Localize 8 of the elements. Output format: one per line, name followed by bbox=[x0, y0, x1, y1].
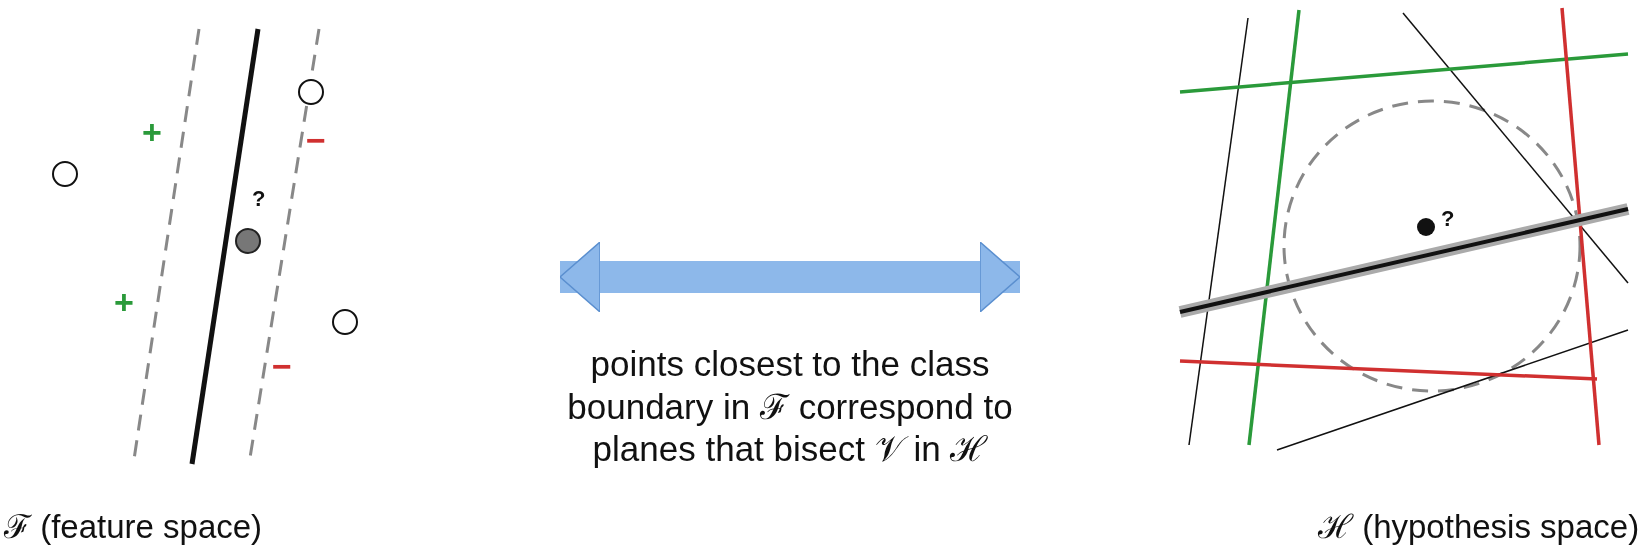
plus-sign: + bbox=[142, 115, 162, 149]
question-mark: ? bbox=[252, 188, 266, 210]
panel-caption: ℱ (feature space) bbox=[4, 508, 263, 546]
question-mark: ? bbox=[1441, 208, 1455, 230]
minus-sign: − bbox=[306, 123, 326, 157]
plus-sign: + bbox=[114, 285, 134, 319]
minus-sign: − bbox=[272, 349, 292, 383]
panel-caption: ℋ (hypothesis space) bbox=[1318, 508, 1640, 546]
